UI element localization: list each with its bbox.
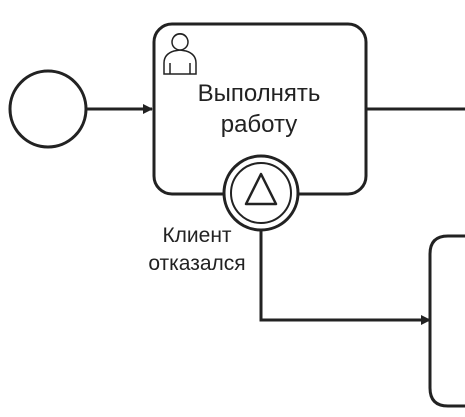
next-task-box[interactable]: [428, 234, 465, 408]
start-event[interactable]: [8, 69, 88, 149]
sequence-flow-boundary-to-task[interactable]: [259, 230, 431, 325]
task-label: Выполнять работу: [158, 78, 360, 140]
boundary-event-label-line-2: отказался: [148, 252, 246, 275]
task-label-line-2: работу: [220, 111, 298, 138]
triangle-icon: [244, 172, 278, 206]
boundary-event-label: Клиент отказался: [130, 222, 264, 278]
boundary-event-label-line-1: Клиент: [162, 224, 232, 247]
user-icon: [163, 33, 197, 75]
task-label-line-1: Выполнять: [197, 80, 321, 107]
